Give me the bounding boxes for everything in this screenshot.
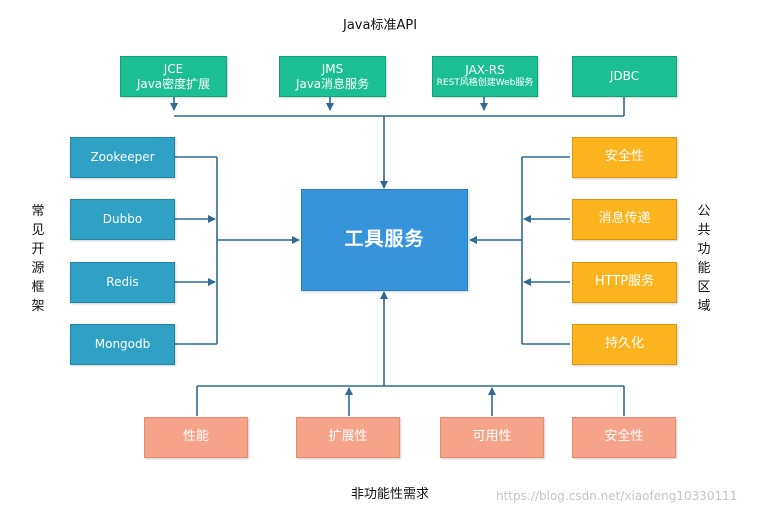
api-box-jdbc: JDBC <box>572 56 677 97</box>
framework-label: Dubbo <box>102 212 143 226</box>
framework-redis: Redis <box>70 262 175 303</box>
bottom-title: 非功能性需求 <box>351 487 430 502</box>
api-box-jms: JMS Java消息服务 <box>279 56 386 97</box>
nonfunctional-label: 安全性 <box>604 429 644 445</box>
nonfunctional-performance: 性能 <box>144 417 248 458</box>
api-box-jce: JCE Java密度扩展 <box>120 56 227 97</box>
framework-label: Redis <box>106 275 139 289</box>
common-security: 安全性 <box>572 137 677 178</box>
core-service-label: 工具服务 <box>344 228 425 251</box>
right-title: 公共功能区域 <box>697 204 711 314</box>
api-box-jax-rs: JAX-RS REST风格创建Web服务 <box>432 56 538 97</box>
framework-label: Zookeeper <box>90 150 155 164</box>
framework-label: Mongodb <box>94 337 151 351</box>
api-box-name: JMS <box>321 61 344 76</box>
common-function-label: 安全性 <box>604 149 644 165</box>
framework-zookeeper: Zookeeper <box>70 137 175 178</box>
api-box-desc: Java密度扩展 <box>136 76 211 91</box>
nonfunctional-scalability: 扩展性 <box>296 417 400 458</box>
watermark: https://blog.csdn.net/xiaofeng10330111 <box>496 489 738 503</box>
api-box-desc: Java消息服务 <box>295 76 370 91</box>
common-persistence: 持久化 <box>572 324 677 365</box>
api-box-name: JAX-RS <box>465 63 505 78</box>
nonfunctional-label: 可用性 <box>472 429 512 445</box>
nonfunctional-label: 扩展性 <box>328 429 368 445</box>
common-http-service: HTTP服务 <box>572 262 677 303</box>
common-function-label: 持久化 <box>604 336 644 352</box>
api-box-desc: REST风格创建Web服务 <box>436 78 534 89</box>
top-title: Java标准API <box>343 18 418 33</box>
nonfunctional-security: 安全性 <box>572 417 676 458</box>
nonfunctional-availability: 可用性 <box>440 417 544 458</box>
framework-mongodb: Mongodb <box>70 324 175 365</box>
common-function-label: 消息传递 <box>598 211 651 227</box>
common-function-label: HTTP服务 <box>594 274 655 290</box>
left-title: 常见开源框架 <box>31 204 45 314</box>
nonfunctional-label: 性能 <box>182 429 209 445</box>
api-box-name: JCE <box>163 61 184 76</box>
framework-dubbo: Dubbo <box>70 199 175 240</box>
core-service-box: 工具服务 <box>301 189 468 291</box>
api-box-name: JDBC <box>609 69 640 83</box>
common-messaging: 消息传递 <box>572 199 677 240</box>
